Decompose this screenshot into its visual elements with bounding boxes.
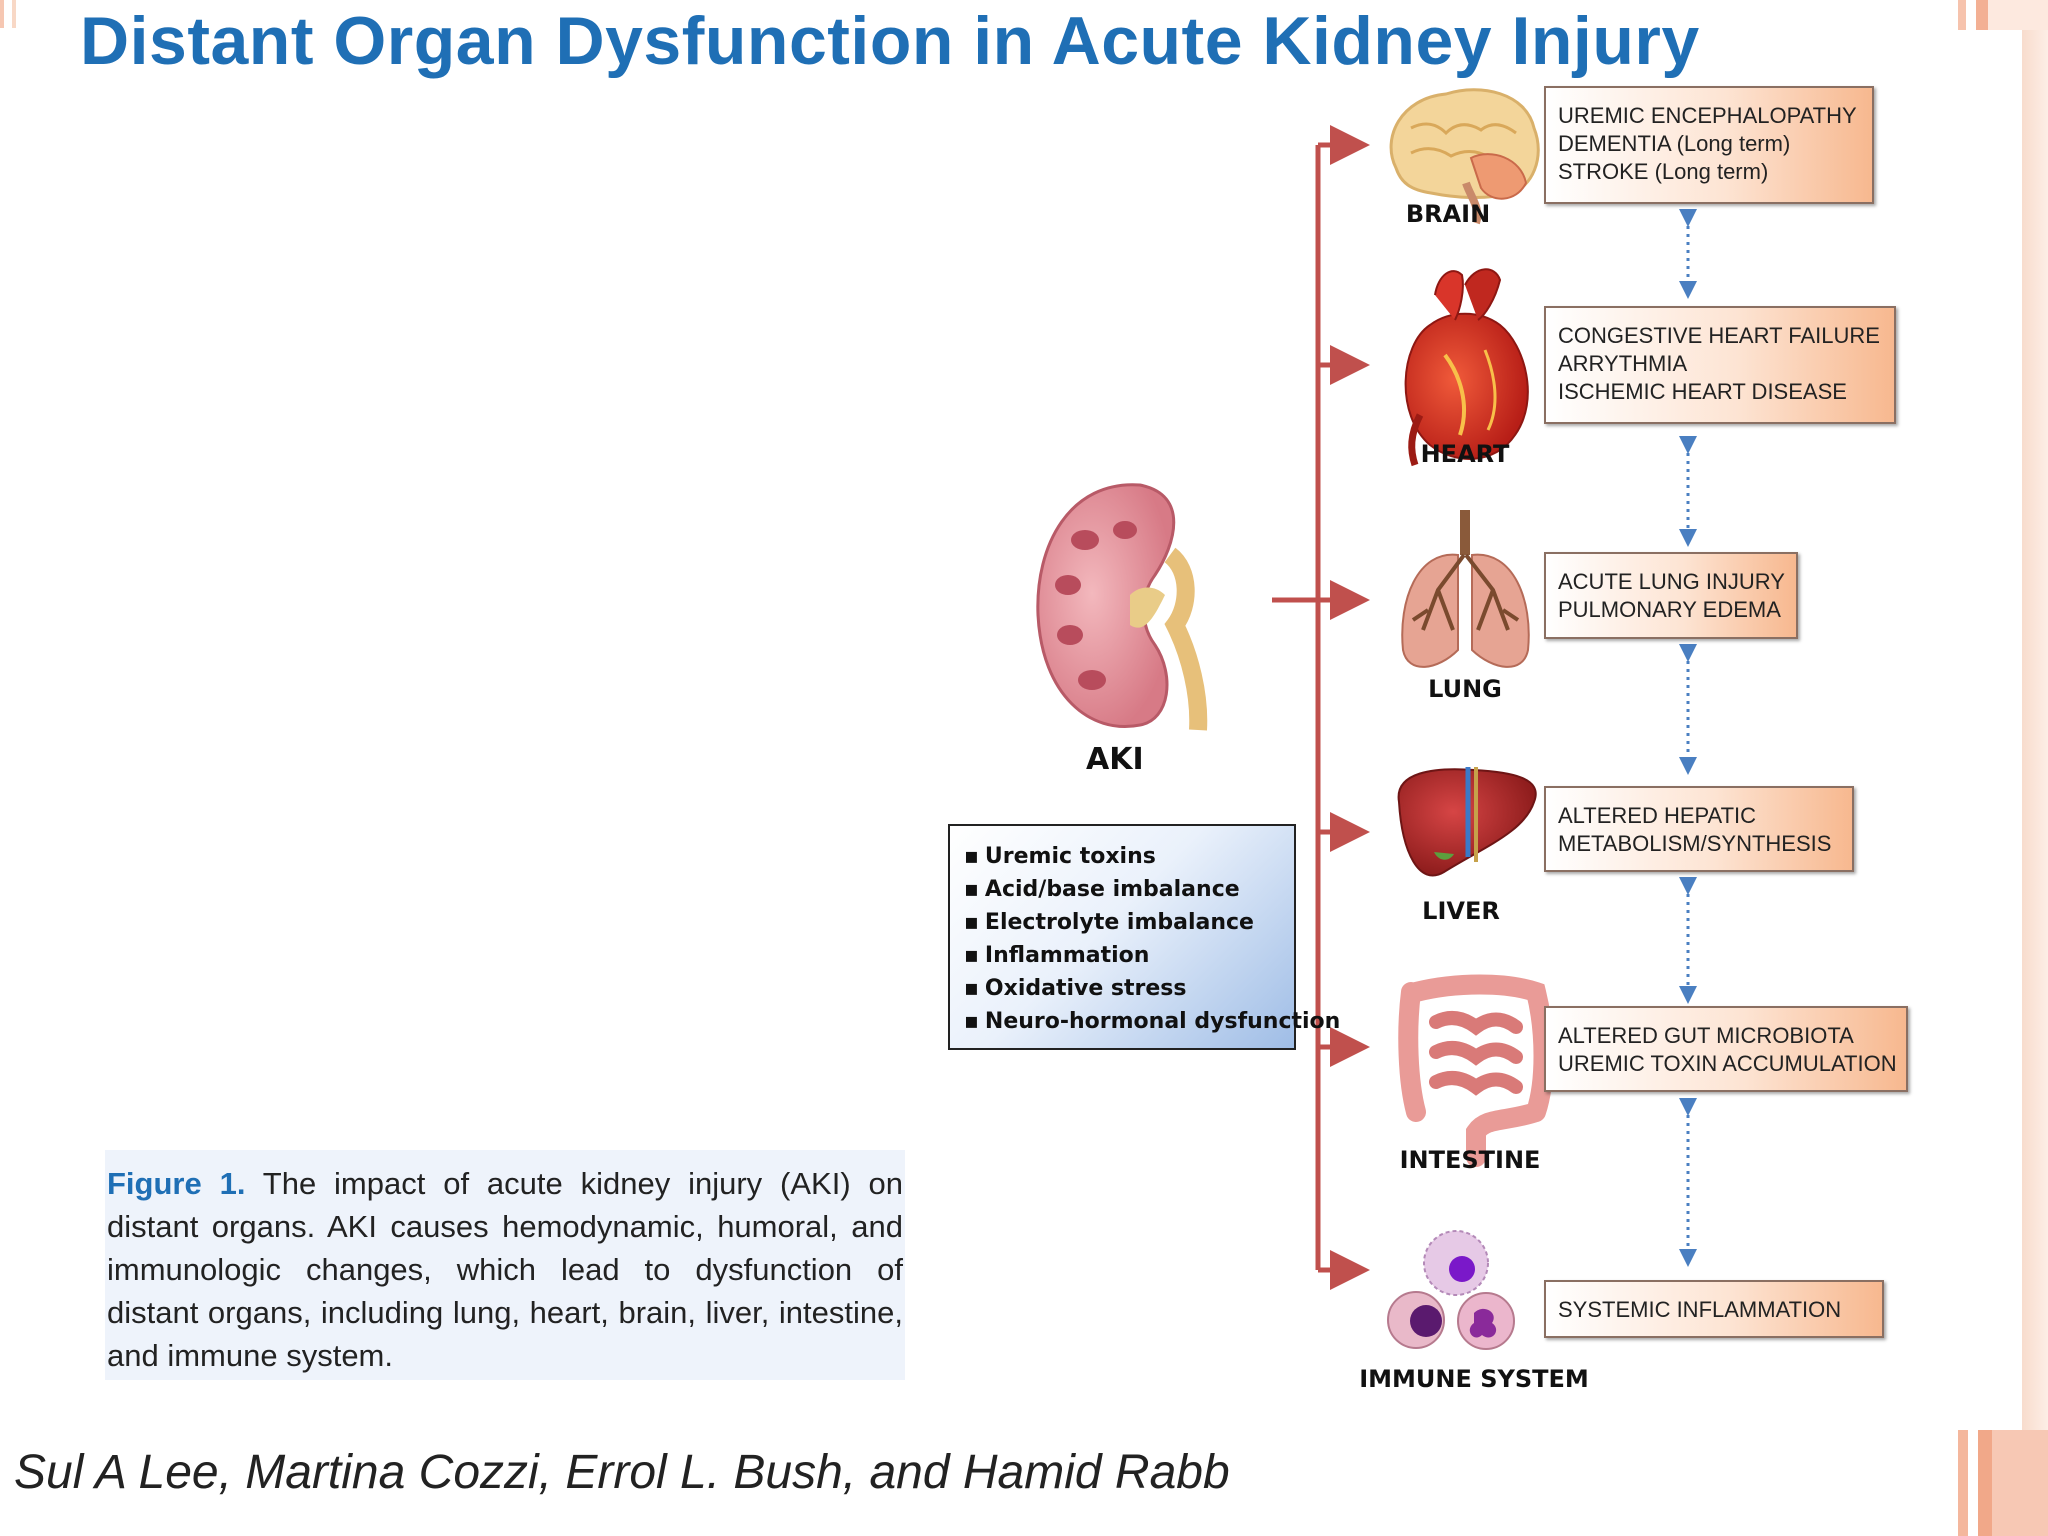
organ-label-immune-system: IMMUNE SYSTEM	[1359, 1365, 1589, 1393]
effect-line: DEMENTIA (Long term)	[1558, 131, 1791, 156]
cause-item: Acid/base imbalance	[964, 873, 1294, 906]
organ-label-heart: HEART	[1420, 440, 1510, 468]
organ-label-intestine: INTESTINE	[1399, 1146, 1541, 1174]
cause-item: Inflammation	[964, 939, 1294, 972]
effect-line: ALTERED HEPATIC	[1558, 803, 1757, 828]
effect-box-heart: CONGESTIVE HEART FAILURE ARRYTHMIA ISCHE…	[1544, 306, 1896, 424]
cause-item: Electrolyte imbalance	[964, 906, 1294, 939]
cause-item: Neuro-hormonal dysfunction	[964, 1005, 1340, 1038]
organ-label-liver: LIVER	[1422, 897, 1500, 925]
cause-item: Uremic toxins	[964, 840, 1294, 873]
connector-arrows	[1272, 125, 1370, 1290]
effect-box-intestine: ALTERED GUT MICROBIOTA UREMIC TOXIN ACCU…	[1544, 1006, 1908, 1092]
effect-box-liver: ALTERED HEPATIC METABOLISM/SYNTHESIS	[1544, 786, 1854, 872]
slide-edge-decoration	[2022, 30, 2048, 1430]
cause-item: Oxidative stress	[964, 972, 1294, 1005]
lung-icon	[1401, 510, 1530, 668]
effect-line: UREMIC TOXIN ACCUMULATION	[1558, 1051, 1897, 1076]
effect-box-brain: UREMIC ENCEPHALOPATHY DEMENTIA (Long ter…	[1544, 86, 1874, 204]
slide-edge-decoration	[1958, 1430, 2048, 1536]
kidney-icon	[1036, 483, 1208, 731]
immune-cells-icon	[1387, 1230, 1515, 1350]
effect-line: ALTERED GUT MICROBIOTA	[1558, 1023, 1854, 1048]
effect-box-lung: ACUTE LUNG INJURY PULMONARY EDEMA	[1544, 552, 1798, 639]
effect-line: ARRYTHMIA	[1558, 351, 1688, 376]
effect-line: ISCHEMIC HEART DISEASE	[1558, 379, 1847, 404]
effect-line: ACUTE LUNG INJURY	[1558, 569, 1785, 594]
organ-label-lung: LUNG	[1428, 675, 1502, 703]
organ-label-brain: BRAIN	[1405, 200, 1491, 228]
effect-line: CONGESTIVE HEART FAILURE	[1558, 323, 1880, 348]
effect-line: STROKE (Long term)	[1558, 159, 1769, 184]
authors-line: Sul A Lee, Martina Cozzi, Errol L. Bush,…	[14, 1446, 1230, 1499]
heart-icon	[1404, 268, 1529, 467]
causes-box: Uremic toxins Acid/base imbalance Electr…	[948, 824, 1340, 1050]
effect-line: PULMONARY EDEMA	[1558, 597, 1781, 622]
effect-line: UREMIC ENCEPHALOPATHY	[1558, 103, 1857, 128]
intestine-icon	[1398, 974, 1554, 1167]
page-title: Distant Organ Dysfunction in Acute Kidne…	[80, 3, 1700, 79]
brain-icon	[1389, 88, 1540, 225]
liver-icon	[1397, 767, 1537, 877]
slide-edge-decoration	[1958, 0, 2048, 30]
figure-caption: Figure 1. The impact of acute kidney inj…	[105, 1150, 905, 1380]
effect-line: METABOLISM/SYNTHESIS	[1558, 831, 1832, 856]
figure-caption-lead: Figure 1.	[107, 1166, 246, 1201]
figure-caption-text: The impact of acute kidney injury (AKI) …	[107, 1166, 903, 1373]
effect-line: SYSTEMIC INFLAMMATION	[1558, 1297, 1842, 1322]
effect-box-immune-system: SYSTEMIC INFLAMMATION	[1544, 1280, 1884, 1338]
aki-label: AKI	[1086, 742, 1144, 777]
slide-edge-decoration	[0, 0, 26, 28]
